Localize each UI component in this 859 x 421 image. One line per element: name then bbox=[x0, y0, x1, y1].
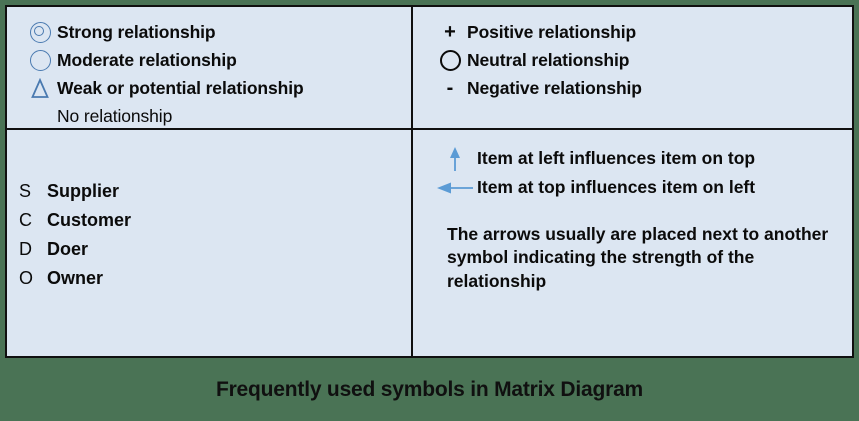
legend-entry-moderate: Moderate relationship bbox=[23, 46, 411, 74]
legend-entry-negative: - Negative relationship bbox=[433, 74, 852, 102]
legend-label-none: No relationship bbox=[57, 105, 173, 126]
legend-label-strong: Strong relationship bbox=[57, 21, 216, 42]
triangle-symbol bbox=[23, 77, 57, 99]
legend-label-neutral: Neutral relationship bbox=[467, 49, 630, 70]
legend-label-moderate: Moderate relationship bbox=[57, 49, 237, 70]
role-name-doer: Doer bbox=[47, 239, 89, 259]
role-key-customer: C bbox=[19, 210, 32, 230]
legend-label-arrow-up: Item at left influences item on top bbox=[477, 148, 756, 168]
arrow-up-icon bbox=[433, 146, 477, 172]
legend-entry-positive: + Positive relationship bbox=[433, 18, 852, 46]
quadrant-relationship-strength: Strong relationship Moderate relationshi… bbox=[7, 7, 413, 128]
minus-symbol: - bbox=[433, 78, 467, 98]
quadrant-relationship-direction: + Positive relationship Neutral relation… bbox=[413, 7, 852, 128]
legend-entry-arrow-up: Item at left influences item on top bbox=[433, 144, 852, 173]
legend-entry-neutral: Neutral relationship bbox=[433, 46, 852, 74]
double-circle-symbol bbox=[23, 21, 57, 43]
arrow-left-icon bbox=[433, 179, 477, 197]
figure-caption: Frequently used symbols in Matrix Diagra… bbox=[215, 377, 644, 401]
legend-entry-arrow-left: Item at top influences item on left bbox=[433, 173, 852, 202]
legend-label-weak: Weak or potential relationship bbox=[57, 77, 304, 98]
quadrant-arrows: Item at left influences item on top Item… bbox=[413, 130, 852, 356]
role-key-doer: D bbox=[19, 239, 32, 259]
legend-row-top: Strong relationship Moderate relationshi… bbox=[7, 7, 852, 130]
role-row-doer: D Doer bbox=[19, 235, 411, 264]
role-row-owner: O Owner bbox=[19, 264, 411, 293]
role-key-supplier: S bbox=[19, 181, 32, 201]
role-name-owner: Owner bbox=[47, 268, 104, 288]
legend-entry-none: No relationship bbox=[23, 102, 411, 130]
legend-label-arrow-left: Item at top influences item on left bbox=[477, 177, 756, 197]
plus-symbol: + bbox=[433, 22, 467, 42]
role-name-customer: Customer bbox=[47, 210, 132, 230]
role-row-supplier: S Supplier bbox=[19, 177, 411, 206]
plus-glyph: + bbox=[444, 21, 456, 43]
role-name-supplier: Supplier bbox=[47, 181, 120, 201]
open-circle-symbol bbox=[433, 49, 467, 71]
legend-label-negative: Negative relationship bbox=[467, 77, 642, 98]
legend-entry-strong: Strong relationship bbox=[23, 18, 411, 46]
legend-label-positive: Positive relationship bbox=[467, 21, 637, 42]
no-symbol-placeholder bbox=[23, 107, 57, 126]
legend-panel: Strong relationship Moderate relationshi… bbox=[5, 5, 854, 358]
role-key-owner: O bbox=[19, 268, 34, 288]
role-row-customer: C Customer bbox=[19, 206, 411, 235]
circle-symbol bbox=[23, 49, 57, 71]
minus-glyph: - bbox=[446, 77, 454, 99]
quadrant-roles: S Supplier C Customer D Doer O Owner bbox=[7, 130, 413, 356]
arrows-note-text: The arrows usually are placed next to an… bbox=[447, 224, 829, 291]
legend-row-bottom: S Supplier C Customer D Doer O Owner bbox=[7, 130, 852, 356]
legend-entry-weak: Weak or potential relationship bbox=[23, 74, 411, 102]
